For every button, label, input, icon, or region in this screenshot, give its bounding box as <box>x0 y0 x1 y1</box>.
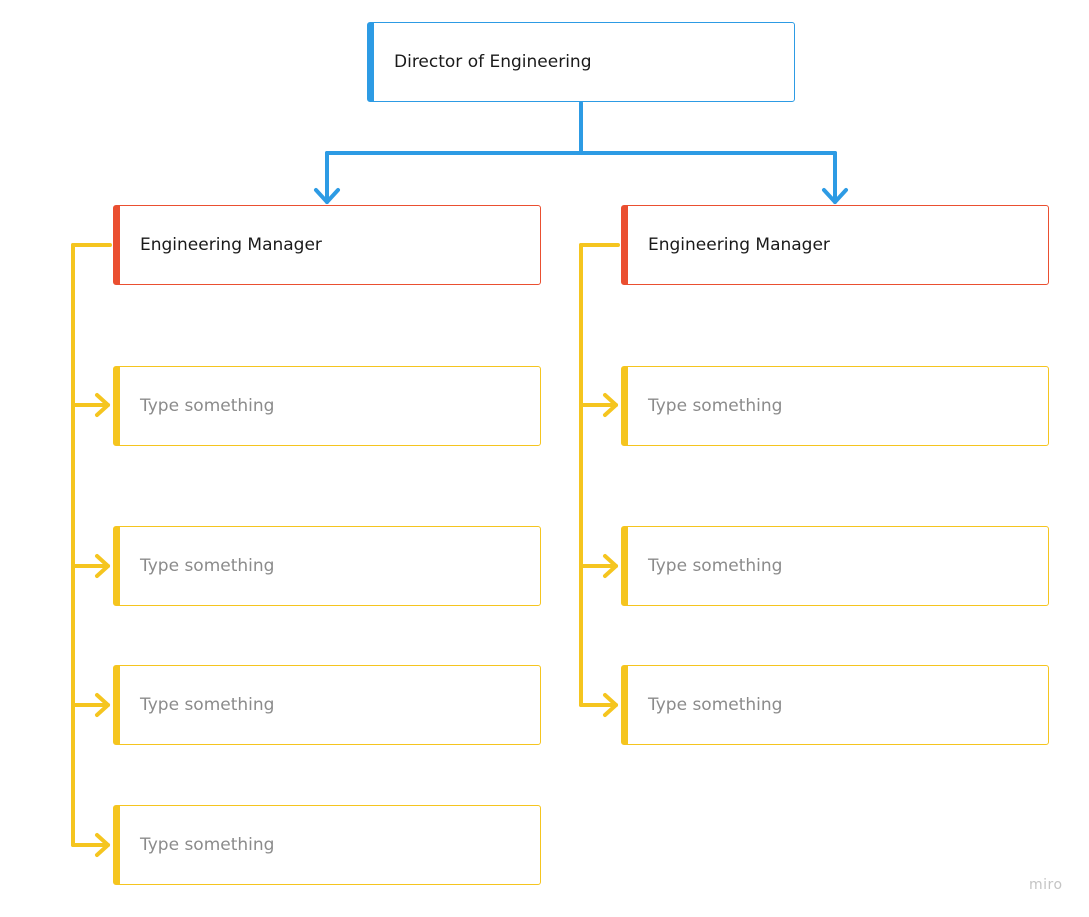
manager-label: Engineering Manager <box>140 235 322 255</box>
manager-card-2[interactable]: Engineering Manager <box>621 205 1049 285</box>
miro-watermark: miro <box>1029 877 1063 893</box>
report-card[interactable]: Type something <box>113 805 541 885</box>
director-card[interactable]: Director of Engineering <box>367 22 795 102</box>
report-placeholder: Type something <box>648 695 783 715</box>
report-card[interactable]: Type something <box>113 526 541 606</box>
report-placeholder: Type something <box>648 396 783 416</box>
arrowhead-icon <box>822 188 848 204</box>
manager-card-1[interactable]: Engineering Manager <box>113 205 541 285</box>
report-placeholder: Type something <box>140 556 275 576</box>
report-card[interactable]: Type something <box>621 665 1049 745</box>
report-card[interactable]: Type something <box>621 366 1049 446</box>
report-placeholder: Type something <box>648 556 783 576</box>
arrowhead-icon <box>603 693 618 717</box>
arrowhead-icon <box>95 393 110 417</box>
report-card[interactable]: Type something <box>113 665 541 745</box>
arrowhead-icon <box>603 393 618 417</box>
arrowhead-icon <box>95 554 110 578</box>
report-card[interactable]: Type something <box>113 366 541 446</box>
director-label: Director of Engineering <box>394 52 592 72</box>
arrowhead-icon <box>603 554 618 578</box>
manager-label: Engineering Manager <box>648 235 830 255</box>
report-card[interactable]: Type something <box>621 526 1049 606</box>
report-placeholder: Type something <box>140 396 275 416</box>
report-placeholder: Type something <box>140 695 275 715</box>
report-placeholder: Type something <box>140 835 275 855</box>
arrowhead-icon <box>314 188 340 204</box>
arrowhead-icon <box>95 693 110 717</box>
arrowhead-icon <box>95 833 110 857</box>
